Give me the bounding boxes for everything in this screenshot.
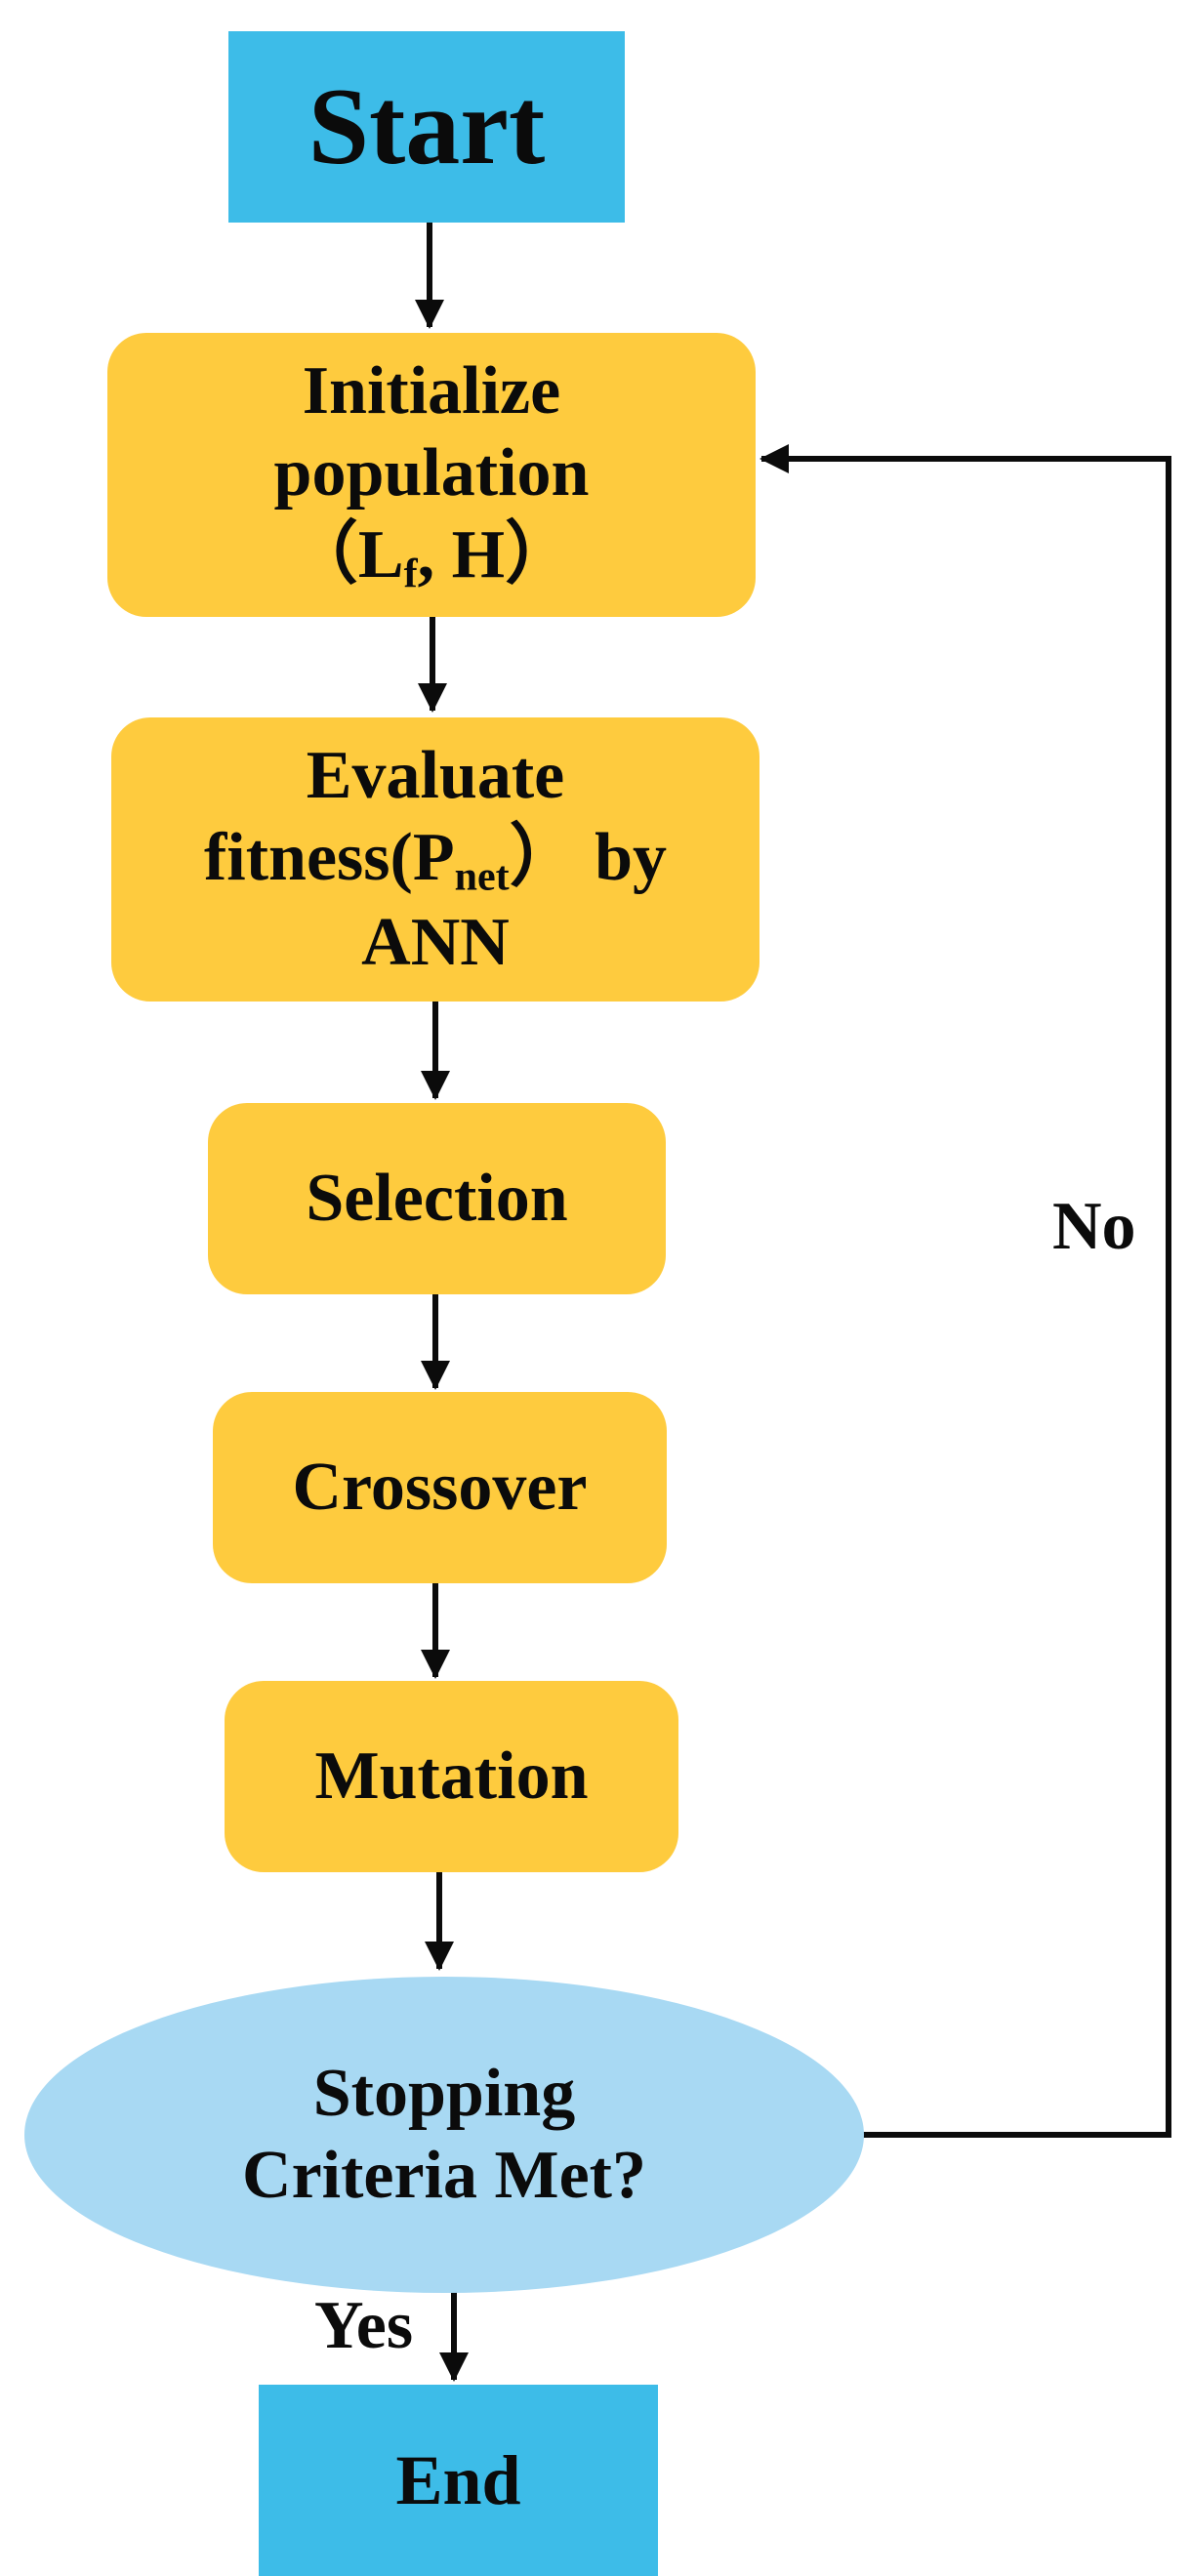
initialize-line-1: Initialize bbox=[302, 353, 561, 429]
evaluate-fitness-node: Evaluate fitness(Pnet） by ANN bbox=[111, 717, 759, 1002]
mutation-label: Mutation bbox=[314, 1738, 589, 1814]
evaluate-subscript-net: net bbox=[454, 854, 510, 900]
decision-line-1: Stopping bbox=[312, 2056, 576, 2131]
start-label: Start bbox=[308, 65, 546, 187]
end-label: End bbox=[395, 2440, 521, 2519]
crossover-node: Crossover bbox=[213, 1392, 667, 1583]
evaluate-line-3: ANN bbox=[361, 904, 510, 980]
evaluate-line-2: fitness(Pnet） by bbox=[204, 817, 667, 902]
initialize-subscript-f: f bbox=[403, 552, 418, 597]
decision-line-2: Criteria Met? bbox=[242, 2138, 646, 2213]
arrow-no-loop-back bbox=[759, 444, 1171, 2138]
yes-edge-label: Yes bbox=[314, 2288, 414, 2363]
initialize-line-2: population bbox=[273, 435, 590, 511]
selection-node: Selection bbox=[208, 1103, 666, 1294]
initialize-line-3-close: , H） bbox=[417, 517, 574, 593]
initialize-population-node: Initialize population （Lf, H） bbox=[107, 333, 756, 617]
mutation-node: Mutation bbox=[225, 1681, 678, 1872]
stopping-criteria-decision: Stopping Criteria Met? bbox=[24, 1977, 864, 2293]
start-node: Start bbox=[228, 31, 625, 223]
crossover-label: Crossover bbox=[292, 1450, 588, 1525]
selection-label: Selection bbox=[306, 1161, 568, 1236]
evaluate-line-2-pre: fitness(P bbox=[203, 820, 455, 896]
initialize-line-3-open: （L bbox=[289, 517, 404, 593]
initialize-line-3: （Lf, H） bbox=[290, 514, 573, 599]
evaluate-line-2-post: ） by bbox=[509, 820, 668, 896]
no-edge-label: No bbox=[1052, 1189, 1136, 1264]
evaluate-line-1: Evaluate bbox=[306, 738, 565, 814]
end-node: End bbox=[259, 2385, 658, 2576]
